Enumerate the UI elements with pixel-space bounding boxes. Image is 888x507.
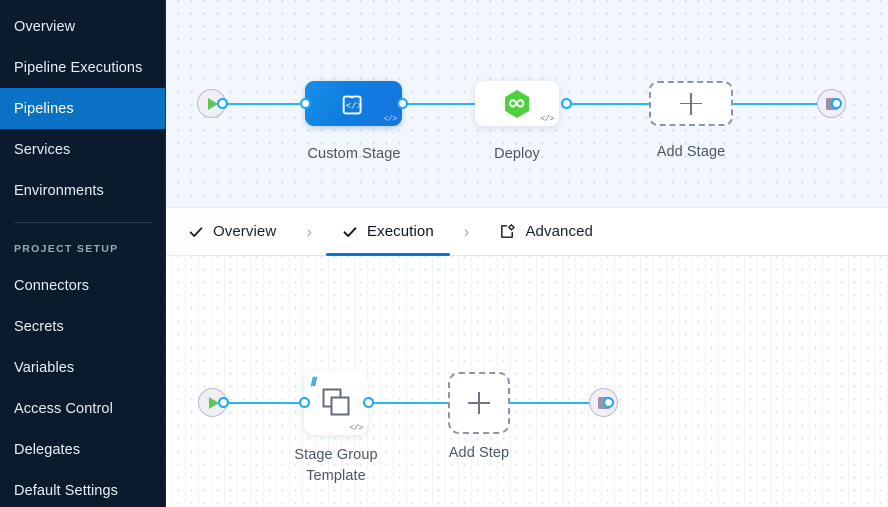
sidebar-item-overview[interactable]: Overview bbox=[0, 6, 166, 47]
svg-text:</>: </> bbox=[345, 100, 362, 111]
edge-add-step-to-end bbox=[484, 402, 608, 404]
sidebar-item-pipelines[interactable]: Pipelines bbox=[0, 88, 166, 129]
step-node-label-stage-group-template: Stage Group Template bbox=[294, 447, 378, 484]
sidebar-item-connectors[interactable]: Connectors bbox=[0, 265, 166, 306]
code-badge: </> bbox=[349, 423, 363, 433]
sidebar-item-default-settings[interactable]: Default Settings bbox=[0, 470, 166, 507]
sidebar-item-delegates[interactable]: Delegates bbox=[0, 429, 166, 470]
edge-start-to-custom-stage bbox=[214, 103, 338, 105]
stage-canvas[interactable]: </> </> Custom Stage </> Deploy Add bbox=[166, 0, 888, 207]
tab-label: Overview bbox=[213, 223, 277, 240]
tab-active-underline bbox=[325, 252, 450, 256]
harness-deploy-hex-icon bbox=[505, 89, 529, 118]
sidebar-item-label: Connectors bbox=[14, 277, 90, 294]
sidebar-item-label: Pipelines bbox=[14, 100, 74, 117]
connector-dot-custom-stage-in[interactable] bbox=[300, 98, 311, 109]
sidebar-item-environments[interactable]: Environments bbox=[0, 170, 166, 211]
connector-dot-end[interactable] bbox=[831, 98, 842, 109]
plus-icon bbox=[468, 392, 490, 414]
stage-node-label-custom-stage: Custom Stage bbox=[307, 146, 401, 162]
edge-start-to-template bbox=[215, 402, 331, 404]
connector-dot-step-start[interactable] bbox=[218, 397, 229, 408]
step-node-stage-group-template[interactable]: ||| </> bbox=[304, 371, 368, 435]
sidebar-item-label: Services bbox=[14, 141, 71, 158]
step-canvas[interactable]: ||| </> Stage Group Template Add Step bbox=[166, 256, 888, 507]
connector-dot-deploy-out[interactable] bbox=[561, 98, 572, 109]
custom-stage-code-icon: </> bbox=[342, 95, 362, 114]
sidebar-section-label: PROJECT SETUP bbox=[14, 243, 119, 255]
sidebar-item-label: Environments bbox=[14, 182, 104, 199]
sidebar-item-pipeline-executions[interactable]: Pipeline Executions bbox=[0, 47, 166, 88]
advanced-gear-box-icon bbox=[501, 223, 516, 238]
add-step-label: Add Step bbox=[448, 445, 510, 461]
pipeline-step-tabs: Overview › Execution › Advanced bbox=[166, 207, 888, 256]
sidebar-item-label: Access Control bbox=[14, 400, 113, 417]
play-icon bbox=[209, 396, 219, 409]
check-icon bbox=[343, 226, 357, 237]
sidebar-edge bbox=[165, 0, 166, 507]
sidebar-item-label: Overview bbox=[14, 18, 76, 35]
code-badge: </> bbox=[383, 114, 397, 124]
add-stage-label: Add Stage bbox=[656, 144, 726, 160]
sidebar-item-services[interactable]: Services bbox=[0, 129, 166, 170]
connector-dot-start[interactable] bbox=[217, 98, 228, 109]
sidebar-divider bbox=[14, 222, 152, 223]
tab-overview[interactable]: Overview bbox=[184, 208, 280, 256]
stage-node-deploy[interactable]: </> bbox=[475, 81, 559, 126]
sidebar-item-variables[interactable]: Variables bbox=[0, 347, 166, 388]
edge-template-to-add-step bbox=[368, 402, 448, 404]
left-sidebar: Overview Pipeline Executions Pipelines S… bbox=[0, 0, 166, 507]
sidebar-item-label: Default Settings bbox=[14, 482, 118, 499]
template-badge: ||| bbox=[309, 376, 317, 387]
tab-separator: › bbox=[306, 222, 312, 241]
play-icon bbox=[208, 97, 218, 110]
edge-deploy-to-add-stage bbox=[566, 103, 730, 105]
sidebar-item-label: Variables bbox=[14, 359, 75, 376]
connector-dot-step-end[interactable] bbox=[603, 397, 614, 408]
sidebar-item-access-control[interactable]: Access Control bbox=[0, 388, 166, 429]
template-stack-icon bbox=[322, 388, 350, 416]
sidebar-item-label: Delegates bbox=[14, 441, 81, 458]
stage-node-label-deploy: Deploy bbox=[494, 146, 540, 162]
tab-label: Advanced bbox=[525, 223, 593, 240]
sidebar-item-secrets[interactable]: Secrets bbox=[0, 306, 166, 347]
main-area: </> </> Custom Stage </> Deploy Add bbox=[166, 0, 888, 507]
sidebar-item-label: Pipeline Executions bbox=[14, 59, 143, 76]
tab-label: Execution bbox=[366, 223, 434, 240]
edge-add-stage-to-end bbox=[689, 103, 836, 105]
tab-separator: › bbox=[463, 222, 470, 241]
tab-execution[interactable]: Execution bbox=[325, 208, 450, 256]
stage-node-custom-stage[interactable]: </> </> bbox=[305, 81, 402, 126]
connector-dot-template-in[interactable] bbox=[299, 397, 310, 408]
edge-custom-stage-to-deploy bbox=[403, 103, 475, 105]
add-step-button[interactable] bbox=[448, 372, 510, 434]
connector-dot-template-out[interactable] bbox=[363, 397, 374, 408]
connector-dot-custom-stage-out[interactable] bbox=[397, 98, 408, 109]
sidebar-item-label: Secrets bbox=[14, 318, 64, 335]
check-icon bbox=[189, 226, 203, 237]
add-stage-button[interactable] bbox=[649, 81, 733, 126]
plus-icon bbox=[680, 92, 702, 115]
code-badge: </> bbox=[540, 114, 554, 124]
tab-advanced[interactable]: Advanced bbox=[495, 208, 597, 256]
